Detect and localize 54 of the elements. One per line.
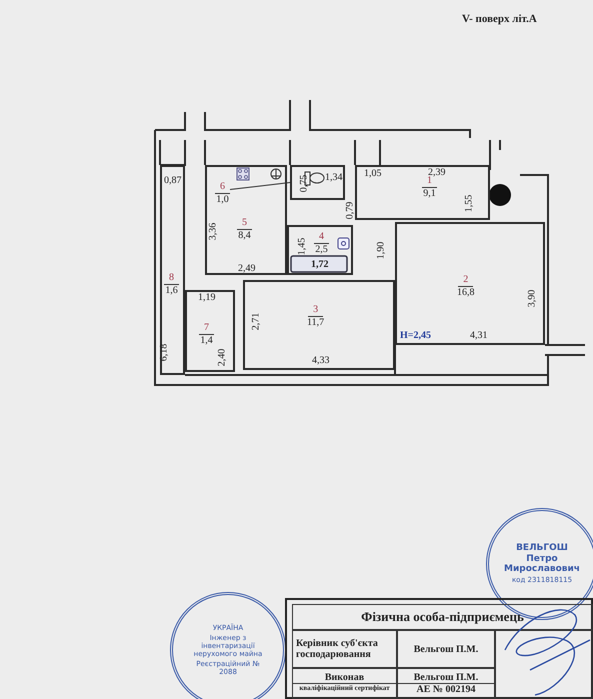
room-area: 1,4 (200, 335, 213, 347)
table-cell: Вельгош П.М. (397, 630, 495, 668)
stamp-text: ВЕЛЬГОШ Петро Мирославович (503, 543, 581, 574)
room-area: 16,8 (457, 287, 474, 299)
table-cell: АЕ № 002194 (397, 684, 495, 699)
engineer-stamp (170, 592, 286, 699)
dimension-label: 0,87 (164, 175, 182, 186)
room-number: 6 (215, 181, 230, 194)
dimension-label: 1,05 (364, 168, 382, 179)
dimension-label: 2,71 (250, 312, 262, 330)
dimension-label: 1,55 (463, 194, 474, 212)
room (243, 280, 395, 370)
room (205, 165, 287, 275)
bathroom (287, 225, 353, 275)
dimension-label: 4,31 (470, 330, 488, 341)
room-number: 5 (237, 217, 252, 230)
room-number: 3 (308, 304, 324, 317)
room-number: 4 (314, 231, 329, 244)
dimension-label: 1,90 (375, 242, 386, 260)
room-area: 2,5 (315, 244, 328, 256)
hallway-room (355, 165, 490, 220)
room (395, 222, 545, 345)
table-cell: Вельгош П.М. (397, 668, 495, 684)
room-number: 7 (199, 322, 214, 335)
room-number: 1 (422, 175, 437, 188)
room (185, 290, 235, 372)
dimension-label: 1,34 (325, 172, 342, 183)
corridor-room (160, 165, 185, 375)
floor-title: V- поверх літ.А (462, 14, 537, 25)
dimension-label: 2,39 (428, 167, 446, 178)
room-number: 2 (458, 274, 474, 287)
dimension-label: 2,49 (238, 263, 256, 274)
height-label: H=2,45 (400, 330, 431, 341)
leader-line (230, 182, 290, 190)
dimension-label: 3,36 (207, 222, 218, 240)
dimension-label: 1,45 (296, 238, 308, 256)
dimension-label: 2,40 (216, 348, 228, 366)
toilet-room (290, 165, 345, 200)
table-cell: Виконав (292, 668, 397, 684)
dimension-label: 1,72 (311, 259, 328, 270)
dimension-label: 3,90 (526, 290, 538, 308)
dimension-label: 1,19 (198, 292, 216, 303)
dimension-label: 0,79 (344, 202, 356, 220)
table-title-cell: Фізична особа-підприємець (292, 604, 593, 630)
dimension-label: 6,18 (158, 344, 170, 362)
room-area: 9,1 (423, 188, 436, 200)
dimension-label: 0,75 (298, 174, 310, 192)
room-number: 8 (164, 272, 179, 285)
room-area: 1,0 (216, 194, 229, 206)
dimension-label: 4,33 (312, 355, 330, 366)
room-area: 8,4 (238, 230, 251, 242)
room-area: 1,6 (165, 285, 178, 297)
table-cell: Керівник суб'єкта господарювання (292, 630, 397, 668)
room-area: 11,7 (307, 317, 324, 329)
